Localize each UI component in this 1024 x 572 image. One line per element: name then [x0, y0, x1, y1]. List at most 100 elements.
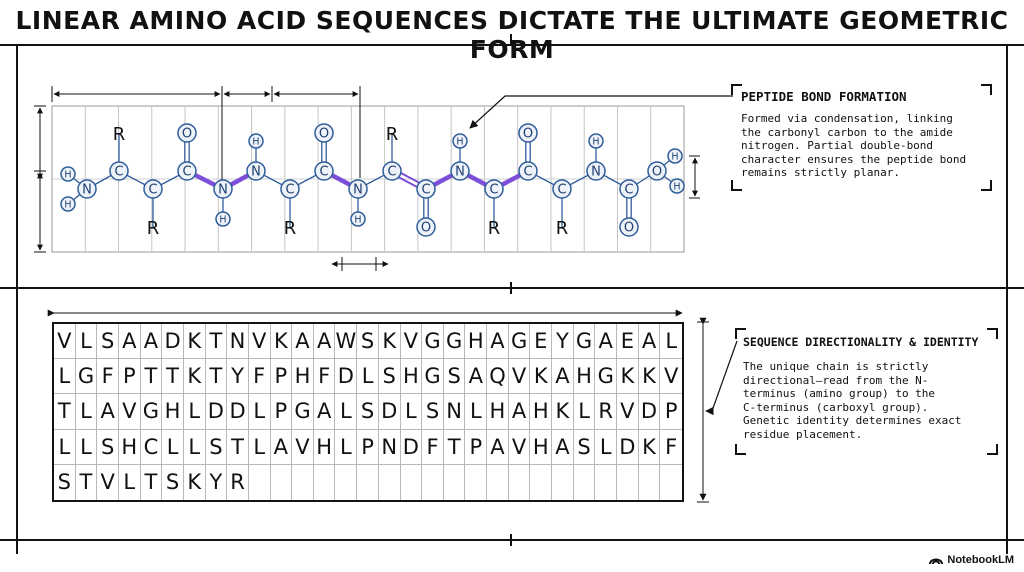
atom-label: H: [64, 170, 71, 181]
residue-cell: G: [443, 324, 466, 360]
residue-cell: L: [248, 394, 271, 430]
atom-n: [213, 179, 233, 199]
peptide-note-title: PEPTIDE BOND FORMATION: [741, 89, 907, 104]
r-group-label: R: [488, 218, 501, 239]
residue-cell: L: [573, 394, 596, 430]
atom-c: [382, 161, 402, 181]
note2-corner-tl: [735, 328, 746, 339]
residue-cell: N: [227, 324, 249, 360]
residue-cell: T: [227, 429, 249, 465]
residue-cell: A: [313, 394, 336, 430]
middle-rule: [0, 287, 1024, 289]
atom-h: [248, 133, 264, 149]
atom-c: [552, 179, 572, 199]
atom-label: N: [591, 165, 601, 180]
residue-cell: N: [443, 394, 466, 430]
residue-cell: T: [162, 359, 184, 395]
residue-cell: G: [573, 324, 596, 360]
residue-cell: [444, 464, 466, 500]
residue-cell: A: [140, 324, 163, 360]
residue-cell: K: [638, 429, 661, 465]
residue-cell: A: [118, 324, 141, 360]
atom-label: N: [82, 183, 92, 198]
residue-cell: L: [54, 359, 76, 395]
sequence-note-body: The unique chain is strictly directional…: [743, 360, 962, 441]
residue-cell: [530, 464, 553, 500]
residue-cell: S: [54, 464, 76, 500]
atom-n: [77, 179, 97, 199]
residue-cell: L: [75, 324, 98, 360]
residue-cell: P: [118, 359, 141, 395]
residue-cell: T: [54, 394, 76, 430]
atom-c: [416, 179, 436, 199]
residue-cell: S: [162, 464, 184, 500]
bottom-rule: [0, 539, 1024, 541]
residue-cell: [574, 464, 596, 500]
residue-cell: L: [162, 429, 184, 465]
residue-cell: G: [508, 324, 531, 360]
residue-cell: K: [530, 359, 553, 395]
residue-cell: T: [140, 359, 163, 395]
atom-label: N: [455, 165, 465, 180]
note1-corner-tr: [981, 84, 992, 95]
atom-n: [586, 161, 606, 181]
atom-label: H: [252, 137, 259, 148]
residue-cell: S: [378, 359, 401, 395]
note1-corner-br: [981, 180, 992, 191]
atom-label: H: [456, 137, 463, 148]
residue-cell: Y: [552, 324, 574, 360]
residue-cell: [249, 464, 271, 500]
residue-cell: [617, 464, 639, 500]
residue-cell: V: [118, 394, 141, 430]
residue-cell: [552, 464, 574, 500]
atom-n: [246, 161, 266, 181]
residue-cell: N: [378, 429, 401, 465]
residue-cell: G: [422, 359, 444, 395]
peptide-leader: [469, 95, 733, 129]
residue-cell: H: [162, 394, 184, 430]
atom-c: [109, 161, 129, 181]
atom-label: H: [671, 152, 678, 163]
residue-cell: A: [465, 359, 488, 395]
r-group-label: R: [113, 124, 126, 145]
atom-h: [667, 148, 683, 164]
residue-cell: K: [552, 394, 574, 430]
residue-cell: D: [617, 429, 639, 465]
residue-cell: T: [76, 464, 98, 500]
residue-cell: [509, 464, 531, 500]
residue-cell: S: [422, 394, 444, 430]
residue-cell: H: [487, 394, 509, 430]
atom-h: [452, 133, 468, 149]
atom-c: [177, 161, 197, 181]
residue-cell: V: [508, 429, 531, 465]
residue-cell: F: [313, 359, 336, 395]
residue-cell: L: [465, 394, 488, 430]
residue-cell: D: [335, 359, 358, 395]
residue-cell: L: [119, 464, 141, 500]
residue-cell: [314, 464, 336, 500]
residue-cell: L: [248, 429, 271, 465]
residue-cell: Q: [487, 359, 509, 395]
atom-label: C: [557, 183, 566, 198]
residue-cell: [639, 464, 661, 500]
page-title: LINEAR AMINO ACID SEQUENCES DICTATE THE …: [15, 6, 1009, 64]
note2-corner-tr: [987, 328, 998, 339]
residue-cell: L: [595, 429, 618, 465]
tick-top: [510, 34, 512, 46]
residue-cell: A: [552, 359, 574, 395]
residue-cell: F: [422, 429, 444, 465]
residue-cell: A: [313, 324, 336, 360]
residue-cell: T: [205, 324, 228, 360]
residue-cell: R: [227, 464, 249, 500]
residue-cell: P: [270, 394, 293, 430]
residue-cell: W: [335, 324, 358, 360]
residue-cell: P: [270, 359, 293, 395]
residue-cell: [379, 464, 401, 500]
atom-label: C: [148, 183, 157, 198]
residue-cell: L: [335, 429, 358, 465]
note2-corner-bl: [735, 444, 746, 455]
atom-h: [215, 211, 231, 227]
residue-cell: H: [530, 429, 553, 465]
residue-cell: S: [443, 359, 466, 395]
